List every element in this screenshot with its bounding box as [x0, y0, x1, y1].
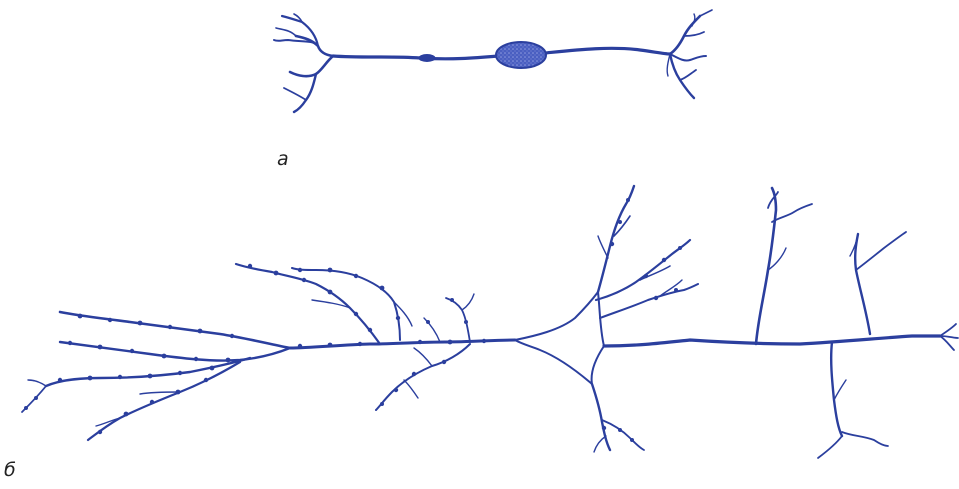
neuron-b-soma	[515, 292, 604, 384]
neuron-b-lower-dendrites	[592, 384, 644, 452]
panel-label-b: б	[4, 461, 16, 480]
neuron-a-left-dendrites	[274, 14, 333, 112]
neuron-a-right-dendrites	[667, 10, 712, 98]
neuron-a-small-nucleus	[419, 55, 435, 62]
panel-label-a: а	[277, 150, 289, 169]
neuron-b-upper-dendrites	[596, 186, 698, 318]
bipolar-neuron	[274, 10, 712, 112]
multipolar-neuron	[22, 186, 958, 458]
neuron-b-axon	[604, 188, 958, 458]
neuron-a-soma	[496, 42, 546, 68]
neuron-b-left-dendrites	[22, 264, 515, 440]
